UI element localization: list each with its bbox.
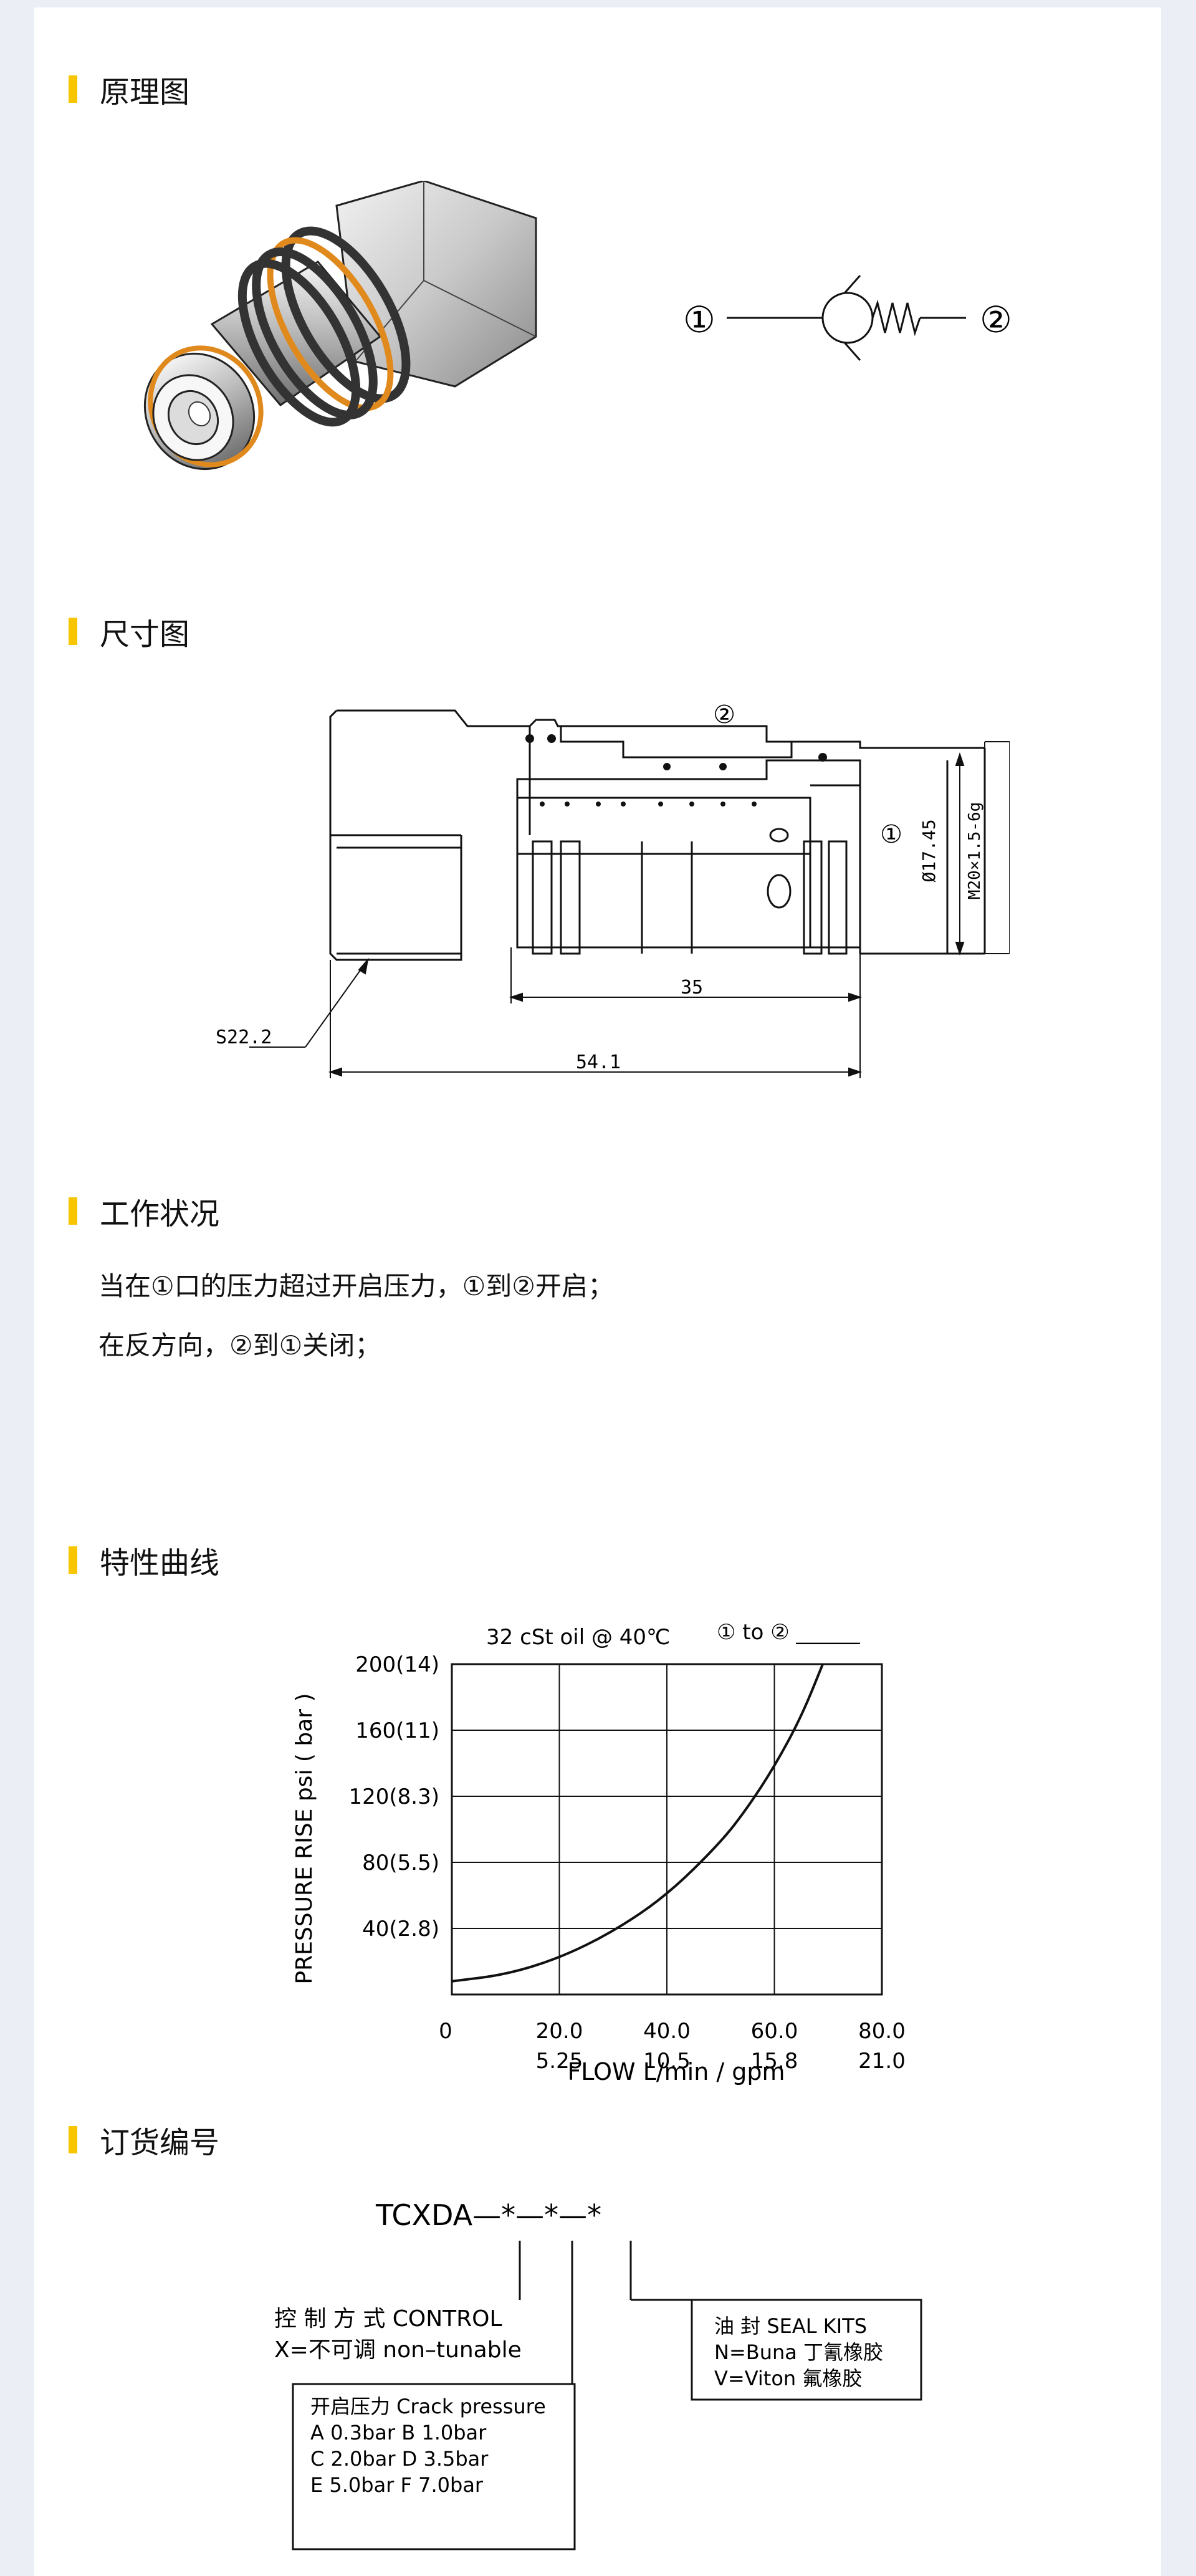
seal-title: 油 封 SEAL KITS [714, 2314, 867, 2338]
section-dimensions-header: 尺寸图 [69, 613, 190, 652]
section-marker [69, 1197, 77, 1225]
section-curve-header: 特性曲线 [69, 1541, 220, 1581]
chart-xtick-sublabel: 15.8 [751, 2049, 798, 2074]
cartridge-valve-illustration [143, 181, 537, 471]
section-marker [69, 75, 77, 103]
chart-xtick-label: 40.0 [643, 2019, 691, 2044]
chart-ylabel: PRESSURE RISE psi ( bar ) [292, 1693, 317, 1984]
section-principle-header: 原理图 [69, 70, 190, 110]
crack-row-3: E 5.0bar F 7.0bar [310, 2473, 484, 2497]
section-marker [69, 618, 77, 645]
chart-xtick-label: 80.0 [858, 2019, 906, 2044]
chart-ytick-label: 160(11) [355, 1718, 439, 1743]
characteristic-chart: 32 cSt oil @ 40℃ ① to ② ______ PRESSURE … [292, 1620, 906, 2085]
dim-port-1: ① [880, 820, 902, 849]
working-line-2: 在反方向，②到①关闭； [98, 1330, 381, 1361]
chart-grid [451, 1663, 883, 1996]
chart-xtick-label: 60.0 [751, 2019, 798, 2044]
symbol-port-1: ① [683, 299, 715, 341]
chart-ytick-label: 80(5.5) [362, 1851, 439, 1875]
chart-xtick-sublabel: 5.25 [536, 2049, 583, 2074]
section-title-principle: 原理图 [100, 75, 190, 110]
dim-length-35: 35 [681, 977, 703, 998]
chart-ytick-label: 40(2.8) [362, 1917, 439, 1942]
symbol-port-2: ② [980, 299, 1012, 341]
section-marker [69, 1546, 77, 1574]
crack-row-2: C 2.0bar D 3.5bar [310, 2447, 489, 2471]
check-valve-symbol: ① ② [683, 275, 1012, 361]
chart-legend: ① to ② ______ [717, 1620, 861, 1645]
section-working-header: 工作状况 [69, 1192, 220, 1232]
crack-title: 开启压力 Crack pressure [310, 2395, 546, 2418]
seal-line-2: V=Viton 氟橡胶 [714, 2367, 862, 2390]
chart-xtick-label: 0 [439, 2019, 452, 2044]
chart-ytick-label: 120(8.3) [349, 1784, 440, 1809]
dim-thread: M20×1.5-6g [965, 802, 984, 900]
seal-line-1: N=Buna 丁氰橡胶 [714, 2340, 883, 2364]
crack-row-1: A 0.3bar B 1.0bar [310, 2421, 487, 2444]
chart-series-line [451, 1664, 824, 1983]
dim-length-54-1: 54.1 [576, 1051, 621, 1073]
section-title-curve: 特性曲线 [100, 1546, 220, 1581]
chart-xtick-sublabel: 21.0 [858, 2049, 906, 2074]
dim-diameter: Ø17.45 [919, 819, 939, 882]
control-line-2: X=不可调 non–tunable [274, 2337, 522, 2363]
chart-title: 32 cSt oil @ 40℃ [486, 1625, 670, 1650]
dimension-drawing: ② ① Ø17.45 M20×1.5-6g 35 54.1 S22.2 [216, 701, 1010, 1078]
dim-hex: S22.2 [216, 1027, 272, 1048]
section-title-dimensions: 尺寸图 [100, 617, 190, 652]
section-title-ordering: 订货编号 [100, 2125, 220, 2160]
chart-ytick-label: 200(14) [355, 1652, 439, 1677]
ordering-code-diagram: TCXDA—*—*—* 控 制 方 式 CONTROL X=不可调 non–tu… [274, 2198, 922, 2550]
working-line-1: 当在①口的压力超过开启压力，①到②开启； [98, 1271, 614, 1301]
chart-xtick-sublabel: 10.5 [643, 2049, 691, 2074]
section-marker [69, 2126, 77, 2153]
section-title-working: 工作状况 [100, 1197, 220, 1232]
chart-xlabel: FLOW L/min / gpm [567, 2058, 785, 2085]
order-code: TCXDA—*—*—* [375, 2198, 601, 2232]
chart-xtick-label: 20.0 [536, 2019, 583, 2044]
section-ordering-header: 订货编号 [69, 2121, 219, 2160]
control-line-1: 控 制 方 式 CONTROL [274, 2306, 502, 2332]
dim-port-2: ② [713, 701, 735, 729]
